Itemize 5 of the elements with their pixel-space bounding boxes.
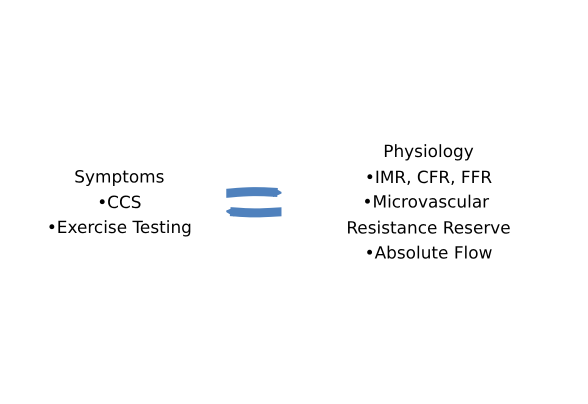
cycle-diagram: Symptoms •CCS •Exercise Testing Physiology •IMR, CFR, FFR •Microvascular Resistance Reserve •Absolute Flow <box>4 112 584 292</box>
node-text: Symptoms •CCS •Exercise Testing <box>46 166 192 238</box>
node-text: Physiology •IMR, CFR, FFR •Microvascular Resistance Reserve •Absolute Flow <box>346 140 511 263</box>
arrow <box>225 186 282 198</box>
arrow <box>225 206 282 218</box>
